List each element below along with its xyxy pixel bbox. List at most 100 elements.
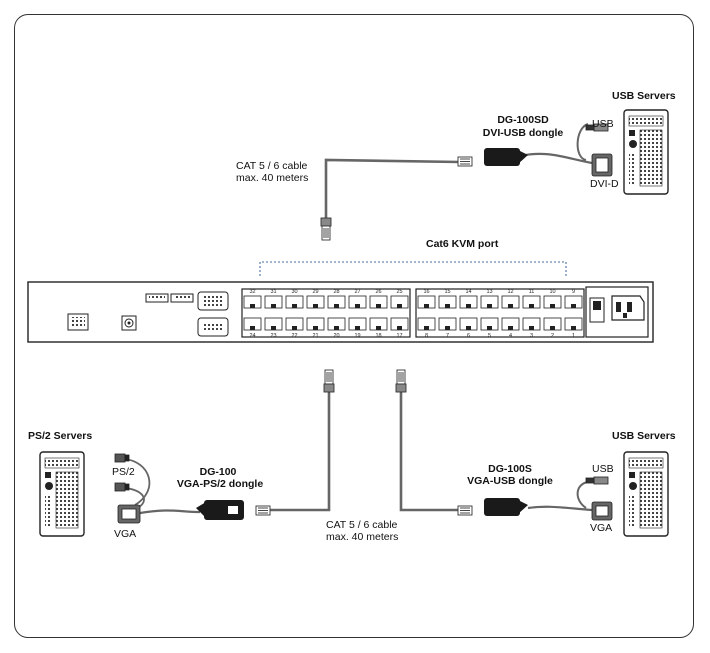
port-number-label: 6 <box>467 333 470 339</box>
rj45-port-bottom <box>480 317 499 331</box>
cable-plugs <box>255 156 473 516</box>
port-number-label: 31 <box>270 289 276 295</box>
power-module <box>585 286 649 338</box>
rj45-port-bottom <box>438 317 457 331</box>
port-number-label: 29 <box>312 289 318 295</box>
port-number-label: 12 <box>507 289 513 295</box>
bottom-cable-line2: max. 40 meters <box>326 531 399 543</box>
dvi-connector-icon <box>591 153 613 177</box>
rj45-port-bottom <box>543 317 562 331</box>
kvm-switch: 3224312330222921282027192618251716815714… <box>27 261 654 343</box>
rj45-plug-left-dongle <box>255 505 271 516</box>
right-dongle-desc: VGA-USB dongle <box>467 475 553 487</box>
port-number-label: 11 <box>529 289 535 295</box>
rj45-port-top <box>501 295 520 309</box>
usb-ports-console <box>145 293 194 303</box>
port-number-label: 7 <box>446 333 449 339</box>
rj45-port-bottom <box>327 317 346 331</box>
rj45-port-bottom <box>522 317 541 331</box>
port-number-label: 10 <box>549 289 555 295</box>
dongle-dvi-usb <box>484 148 528 166</box>
port-number-label: 26 <box>375 289 381 295</box>
right-dongle-cable <box>527 505 593 512</box>
port-number-label: 19 <box>354 333 360 339</box>
top-dvi-label: DVI-D <box>590 178 619 190</box>
port-number-label: 1 <box>572 333 575 339</box>
left-dongle-cable <box>139 509 201 515</box>
rj45-ports: 3224312330222921282027192618251716815714… <box>243 289 583 339</box>
server-tower-left <box>39 451 85 537</box>
rj45-port-bottom <box>306 317 325 331</box>
port-number-label: 16 <box>423 289 429 295</box>
connector-heads <box>114 123 613 524</box>
rj45-port-top <box>417 295 436 309</box>
vga-connector-icon-right <box>591 501 613 521</box>
left-dongle-model: DG-100 <box>199 466 237 478</box>
right-usb-label: USB <box>592 463 614 475</box>
dongle-vga-usb <box>484 498 528 516</box>
rj45-port-bottom <box>243 317 262 331</box>
dongle-vga-ps2 <box>196 500 244 520</box>
rj45-port-top <box>480 295 499 309</box>
ps2-connector-icon-b <box>114 482 130 492</box>
rj45-port-top <box>459 295 478 309</box>
ps2-connector-icon-a <box>114 453 130 463</box>
rj45-port-bottom <box>564 317 583 331</box>
port-number-label: 4 <box>509 333 512 339</box>
port-number-label: 23 <box>270 333 276 339</box>
rj45-port-top <box>243 295 262 309</box>
rj45-port-top <box>543 295 562 309</box>
port-number-label: 28 <box>333 289 339 295</box>
port-number-label: 21 <box>312 333 318 339</box>
rj45-port-bottom <box>501 317 520 331</box>
left-ps2-label: PS/2 <box>112 466 135 478</box>
port-number-label: 20 <box>333 333 339 339</box>
rj45-port-bottom <box>417 317 436 331</box>
port-number-label: 13 <box>486 289 492 295</box>
top-server-title: USB Servers <box>612 90 676 102</box>
left-dongle-desc: VGA-PS/2 dongle <box>176 478 264 490</box>
right-vga-label: VGA <box>590 522 613 534</box>
rj45-port-top <box>369 295 388 309</box>
rj45-plug-bottom-right <box>395 369 407 393</box>
rj45-plug-bottom-left <box>323 369 335 393</box>
rj45-plug-top <box>320 217 332 241</box>
server-tower-bottom-right <box>623 451 669 537</box>
power-jack-icon <box>121 315 137 331</box>
rj45-port-top <box>264 295 283 309</box>
rj45-port-top <box>285 295 304 309</box>
rj45-port-bottom <box>285 317 304 331</box>
left-vga-label: VGA <box>114 528 137 540</box>
kvm-port-bracket <box>259 261 567 276</box>
port-number-label: 2 <box>551 333 554 339</box>
rj45-port-bottom <box>264 317 283 331</box>
usb-connector-icon-right <box>585 476 609 485</box>
vga-port-console-bottom <box>197 317 229 337</box>
port-number-label: 27 <box>354 289 360 295</box>
port-number-label: 17 <box>396 333 402 339</box>
rj45-port-top <box>390 295 409 309</box>
rj45-port-bottom <box>459 317 478 331</box>
top-cable-line2: max. 40 meters <box>236 172 309 184</box>
top-usb-label: USB <box>592 118 614 130</box>
diagram-frame <box>14 14 694 638</box>
rj45-port-top <box>438 295 457 309</box>
vga-port-console-top <box>197 291 229 311</box>
port-number-label: 24 <box>249 333 255 339</box>
top-cat6-cable <box>324 158 461 218</box>
left-ps2-cable-a <box>123 458 151 506</box>
top-usb-cable <box>576 123 589 161</box>
port-number-label: 9 <box>572 289 575 295</box>
rj45-port-top <box>327 295 346 309</box>
usb-connector-icon <box>585 123 609 132</box>
rj45-port-bottom <box>348 317 367 331</box>
rj45-plug-top-dongle <box>457 156 473 167</box>
port-number-label: 15 <box>444 289 450 295</box>
port-number-label: 5 <box>488 333 491 339</box>
port-number-label: 3 <box>530 333 533 339</box>
cables <box>123 123 593 515</box>
rj45-port-bottom <box>390 317 409 331</box>
port-number-label: 14 <box>465 289 471 295</box>
right-dongle-model: DG-100S <box>488 463 532 475</box>
